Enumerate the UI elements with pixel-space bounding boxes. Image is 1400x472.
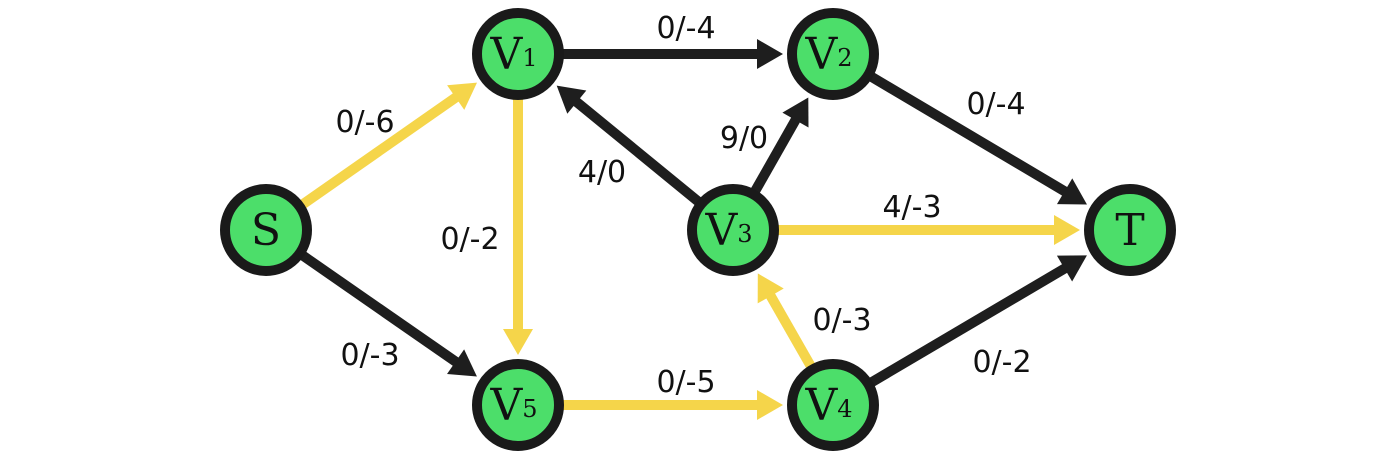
node-circle <box>1084 184 1176 276</box>
edge-line <box>750 115 801 194</box>
node-label-subscript: 2 <box>837 44 852 72</box>
node-s: S <box>220 184 312 276</box>
edge-line <box>765 291 816 369</box>
edge-label-v2-t: 0/-4 <box>966 87 1025 122</box>
edge-line <box>572 97 702 206</box>
node-label-subscript: 4 <box>837 395 852 423</box>
node-v3: V3 <box>687 184 779 276</box>
node-label-subscript: 3 <box>737 220 752 248</box>
edge-s-v1 <box>300 82 478 209</box>
arrowhead <box>782 97 809 128</box>
node-label: S <box>251 205 281 256</box>
node-label-main: V <box>704 205 738 256</box>
arrowhead <box>556 85 587 114</box>
edge-v5-v4 <box>563 390 783 420</box>
edge-v1-v5 <box>503 99 533 355</box>
arrowhead <box>503 329 533 355</box>
node-v4: V4 <box>787 359 879 451</box>
node-label-subscript: 1 <box>522 44 537 72</box>
arrowhead <box>1056 255 1087 282</box>
edge-v3-v1 <box>556 85 702 206</box>
arrowhead <box>447 349 477 377</box>
edge-v4-v3 <box>757 273 816 369</box>
node-label-main: V <box>804 380 838 431</box>
node-label-main: S <box>251 205 281 256</box>
edge-label-v3-v1: 4/0 <box>578 155 626 190</box>
node-v2: V2 <box>787 8 879 100</box>
node-label: T <box>1115 205 1144 256</box>
edge-line <box>869 72 1069 197</box>
arrowhead <box>757 39 783 69</box>
node-label-main: T <box>1115 205 1144 256</box>
node-label: V2 <box>804 29 852 80</box>
node-label: V3 <box>704 205 752 256</box>
edge-line <box>300 251 461 367</box>
arrowhead <box>757 390 783 420</box>
node-v1: V1 <box>472 8 564 100</box>
edge-label-v1-v2: 0/-4 <box>656 11 715 46</box>
edge-labels-layer: 0/-6 0/-3 0/-4 0/-2 4/0 9/0 0/-4 4/-3 0/-3 0/-5 0/… <box>335 11 1031 400</box>
arrowhead <box>757 273 784 304</box>
edge-v3-v2 <box>750 97 809 194</box>
edge-v1-v2 <box>563 39 783 69</box>
node-label-main: V <box>804 29 838 80</box>
edge-label-v3-t: 4/-3 <box>882 190 941 225</box>
edge-label-v5-v4: 0/-5 <box>656 365 715 400</box>
edge-label-v3-v2: 9/0 <box>720 121 768 156</box>
node-circle <box>787 359 879 451</box>
arrowhead <box>447 82 478 110</box>
node-v5: V5 <box>472 359 564 451</box>
edge-v2-t <box>869 72 1087 205</box>
node-circle <box>472 8 564 100</box>
node-label: V1 <box>489 29 537 80</box>
edge-label-v1-v5: 0/-2 <box>440 222 499 257</box>
node-circle <box>787 8 879 100</box>
arrowhead <box>1054 215 1080 245</box>
node-label-main: V <box>489 29 523 80</box>
edge-label-s-v5: 0/-3 <box>340 338 399 373</box>
edges-layer <box>300 39 1087 420</box>
edge-line <box>300 92 461 209</box>
node-label: V4 <box>804 380 852 431</box>
node-label-subscript: 5 <box>522 395 537 423</box>
edge-v3-t <box>778 215 1080 245</box>
node-circle <box>220 184 312 276</box>
node-circle <box>472 359 564 451</box>
edge-label-v4-v3: 0/-3 <box>812 303 871 338</box>
edge-label-s-v1: 0/-6 <box>335 105 394 140</box>
edge-s-v5 <box>300 251 477 377</box>
arrowhead <box>1056 178 1087 205</box>
edge-line <box>869 263 1069 387</box>
node-t: T <box>1084 184 1176 276</box>
node-label-main: V <box>489 380 523 431</box>
node-label: V5 <box>489 380 537 431</box>
edge-v4-t <box>869 255 1087 387</box>
node-circle <box>687 184 779 276</box>
edge-label-v4-t: 0/-2 <box>972 345 1031 380</box>
